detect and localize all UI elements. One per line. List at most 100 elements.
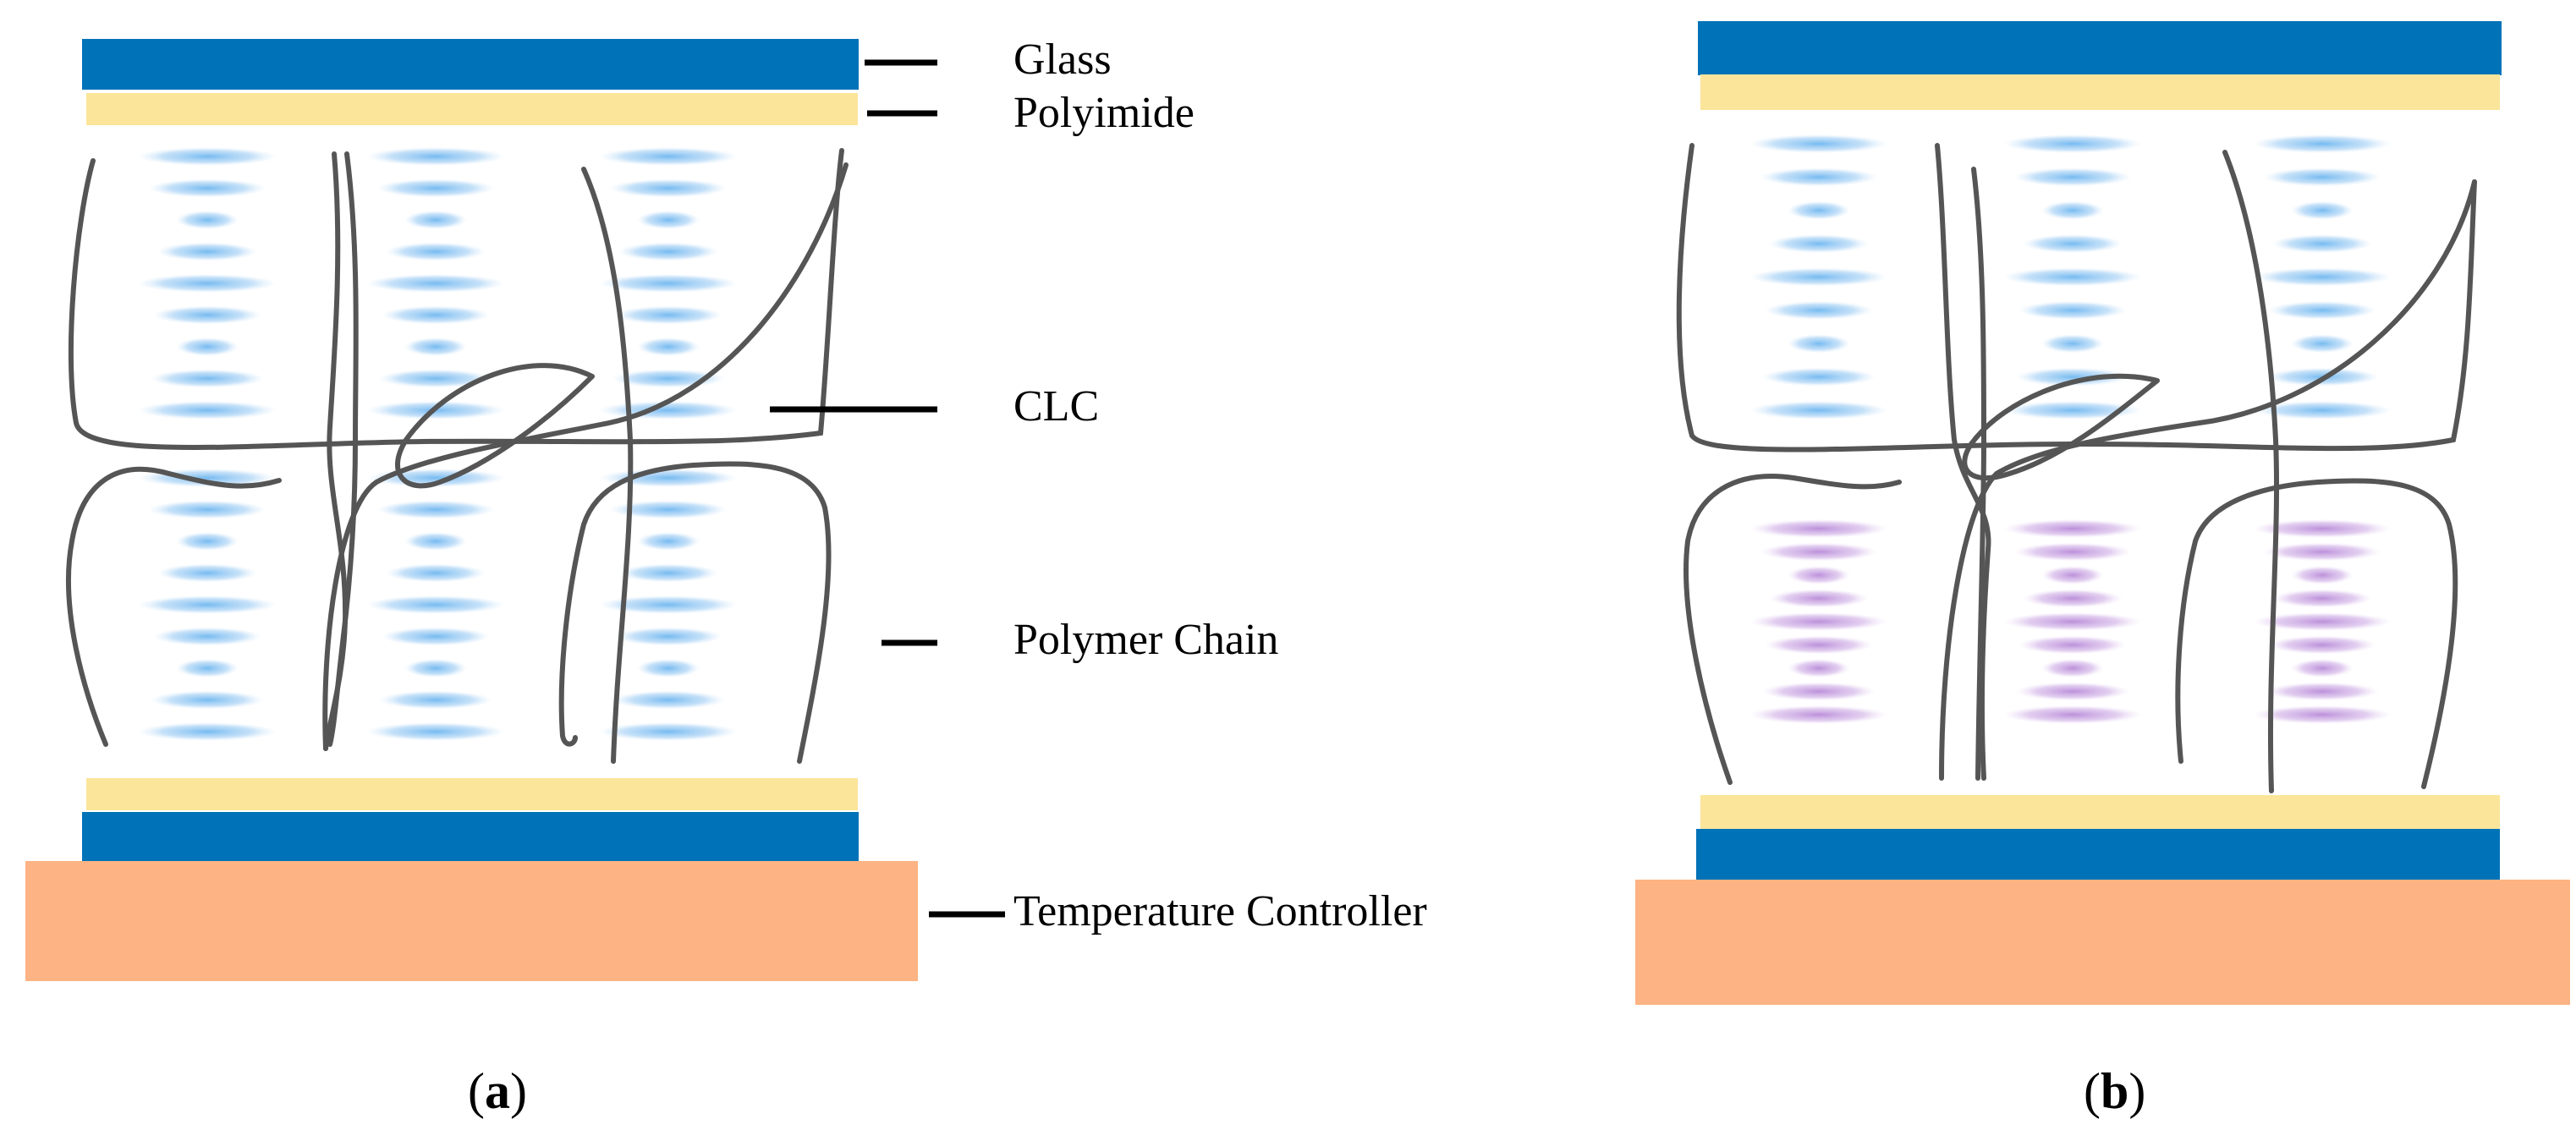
polyimide-bottom-a [86, 778, 858, 810]
clc-molecule [148, 178, 266, 198]
caption-a-letter: a [485, 1063, 510, 1119]
clc-molecule [366, 595, 505, 614]
clc-molecule [1768, 234, 1870, 254]
clc-molecule [599, 722, 738, 741]
label-polymer-chain: Polymer Chain [1013, 616, 1278, 664]
leader-lines [770, 59, 1005, 918]
clc-molecule [1749, 401, 1888, 420]
clc-molecule [138, 401, 277, 420]
clc-molecule-alt [1749, 705, 1888, 724]
clc-molecule-alt [2253, 612, 2392, 631]
clc-molecule [176, 532, 239, 551]
clc-molecule-alt [1761, 682, 1876, 701]
clc-molecule [2291, 200, 2354, 220]
glass-bottom-a [82, 812, 859, 863]
clc-molecule [618, 563, 719, 583]
polymer-chain-b8 [2175, 478, 2458, 789]
clc-molecule [2271, 234, 2373, 254]
panel-b: (b) [1635, 21, 2570, 1119]
glass-top-a [82, 39, 859, 90]
clc-molecule [1761, 367, 1876, 387]
clc-molecule [599, 595, 738, 614]
temperature-controller-b [1635, 880, 2570, 1005]
polymer-chain-b3 [1971, 167, 1987, 781]
clc-molecule [614, 305, 722, 325]
clc-molecule [609, 500, 728, 519]
clc-molecule-alt [2291, 566, 2354, 584]
clc-molecule [637, 659, 700, 677]
clc-molecule [2253, 134, 2392, 153]
polyimide-top-b [1700, 74, 2500, 110]
polymer-chains-a [65, 148, 849, 764]
clc-molecule-alt [2291, 659, 2354, 677]
clc-molecule [618, 242, 719, 261]
clc-molecule [637, 211, 700, 229]
clc-molecule [2003, 134, 2142, 153]
clc-molecule [599, 147, 738, 166]
clc-molecule-alt [1768, 589, 1870, 608]
clc-molecule [2291, 334, 2354, 354]
clc-molecule [2041, 200, 2104, 220]
clc-molecule-alt [1788, 566, 1850, 584]
clc-molecule-alt [2015, 682, 2130, 701]
clc-molecule [366, 722, 505, 741]
polymer-chain-b4 [2222, 150, 2280, 793]
clc-molecule [2003, 267, 2142, 287]
clc-molecule-alt [1788, 659, 1850, 677]
clc-molecule [176, 337, 239, 356]
clc-molecule [385, 563, 486, 583]
caption-b: (b) [2084, 1063, 2145, 1119]
clc-molecule-alt [2003, 612, 2142, 631]
clc-molecule [614, 627, 722, 646]
clc-molecule [404, 211, 467, 229]
clc-molecule-alt [2013, 542, 2132, 562]
clc-molecule-alt [2253, 705, 2392, 724]
label-clc: CLC [1013, 382, 1099, 431]
polymer-chain-a6 [395, 363, 595, 489]
clc-molecule [2253, 267, 2392, 287]
caption-b-letter: b [2101, 1063, 2128, 1119]
clc-molecule [385, 242, 486, 261]
clc-molecule [176, 211, 239, 229]
clc-molecule-alt [2003, 519, 2142, 538]
polyimide-top-a [86, 93, 858, 125]
clc-molecule [2019, 300, 2127, 320]
polymer-chain-b7 [1683, 474, 1902, 785]
label-glass: Glass [1013, 36, 1112, 84]
clc-molecule [2268, 300, 2376, 320]
clc-molecule-alt [1749, 612, 1888, 631]
clc-molecule [150, 690, 265, 710]
clc-molecule [2013, 167, 2132, 187]
clc-molecule [153, 627, 261, 646]
clc-molecule [404, 337, 467, 356]
polymer-chain-a7 [65, 466, 282, 747]
clc-molecule [157, 563, 258, 583]
glass-top-b [1698, 21, 2502, 75]
clc-molecule [176, 659, 239, 677]
polymer-chain-a5 [322, 162, 849, 751]
clc-molecule [404, 659, 467, 677]
clc-molecule [2015, 367, 2130, 387]
polyimide-bottom-b [1700, 795, 2500, 831]
clc-molecule [1749, 267, 1888, 287]
clc-molecule [150, 369, 265, 388]
clc-molecule [637, 532, 700, 551]
clc-molecule [138, 274, 277, 293]
clc-molecule [2022, 234, 2123, 254]
temperature-controller-a [25, 861, 918, 981]
clc-molecule-alt [1765, 635, 1873, 655]
clc-molecule [1765, 300, 1873, 320]
svg-text:(b): (b) [2084, 1063, 2145, 1119]
clc-molecule-alt [2022, 589, 2123, 608]
clc-molecule-alt [2003, 705, 2142, 724]
clc-molecule-alt [2041, 659, 2104, 677]
clc-molecule [366, 274, 505, 293]
clc-molecule [1749, 134, 1888, 153]
clc-molecule [366, 147, 505, 166]
clc-molecule-alt [1760, 542, 1878, 562]
polymer-chain-a4 [581, 167, 634, 764]
clc-molecule-alt [2263, 542, 2381, 562]
clc-molecule-alt [2271, 589, 2373, 608]
clc-molecule [599, 469, 738, 487]
